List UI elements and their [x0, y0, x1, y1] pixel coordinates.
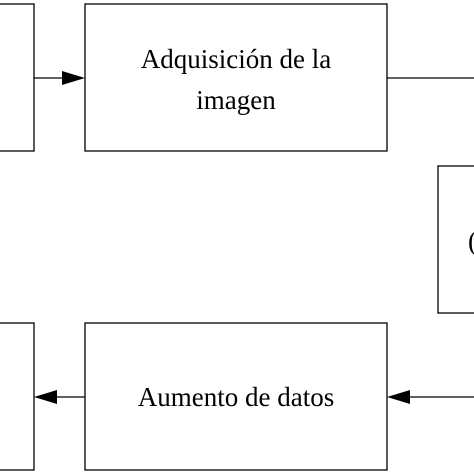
adquisicion-box — [84, 3, 388, 152]
adquisicion-label-line2: imagen — [196, 85, 276, 115]
left-top-box — [0, 3, 35, 152]
right-middle-box — [437, 165, 474, 314]
arrow-right-to-aumento-head — [387, 390, 410, 404]
right-middle-box-partial-glyph: ( — [468, 226, 474, 256]
aumento-box — [84, 322, 388, 471]
arrow-aumento-to-left-head — [34, 390, 57, 404]
left-bottom-box — [0, 322, 35, 471]
adquisicion-label-line1: Adquisición de la — [141, 44, 331, 74]
arrow-left-to-adquisicion-head — [62, 71, 85, 85]
aumento-label: Aumento de datos — [138, 382, 334, 412]
